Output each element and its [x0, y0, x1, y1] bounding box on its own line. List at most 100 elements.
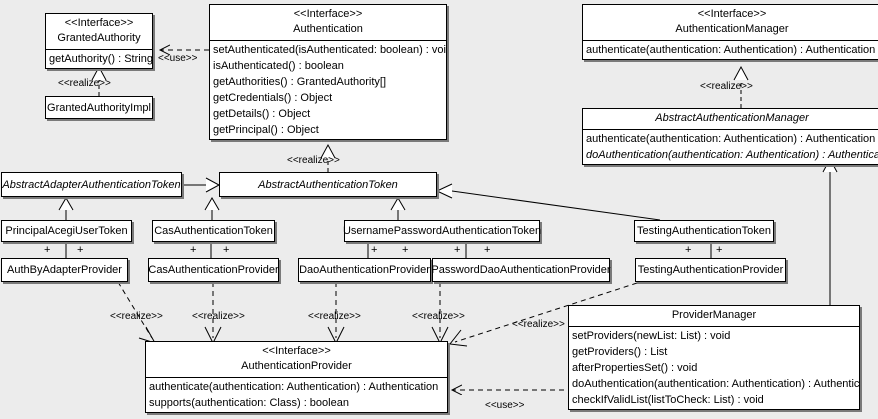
operation: getPrincipal() : Object [213, 124, 319, 136]
class-name: PasswordDaoAuthenticationProvider [431, 264, 611, 276]
compartment-separator [210, 40, 446, 41]
association-marker-plus: + [402, 244, 409, 256]
class-name: UsernamePasswordAuthenticationToken [342, 225, 542, 237]
association-marker-plus: + [371, 244, 378, 256]
class-header: <<Interface>> GrantedAuthority [46, 14, 152, 49]
class-header: <<Interface>> AuthenticationProvider [146, 342, 447, 377]
edge-label-realize-dao-provider: <<realize>> [308, 311, 361, 322]
operation: isAuthenticated() : boolean [213, 60, 344, 72]
stereotype-label: <<Interface>> [262, 345, 331, 357]
operation: authenticate(authentication: Authenticat… [149, 381, 439, 393]
operations-compartment: setAuthenticated(isAuthenticated: boolea… [210, 41, 446, 139]
edge-generalize-abstract-adapter-token [182, 177, 221, 193]
class-name: AuthByAdapterProvider [7, 264, 122, 276]
class-password-dao-authentication-provider[interactable]: PasswordDaoAuthenticationProvider [431, 258, 611, 282]
association-marker-plus: + [484, 244, 491, 256]
class-header: ProviderManager [569, 306, 859, 326]
class-authentication-manager[interactable]: <<Interface>> AuthenticationManager auth… [582, 4, 878, 60]
stereotype-label: <<Interface>> [293, 8, 363, 20]
class-testing-authentication-provider[interactable]: TestingAuthenticationProvider [635, 258, 786, 282]
stereotype-label: <<Interface>> [64, 17, 134, 29]
class-granted-authority-impl[interactable]: GrantedAuthorityImpl [45, 96, 153, 119]
edge-label-realize-auth-by-adapter: <<realize>> [110, 311, 163, 322]
association-marker-plus: + [454, 244, 461, 256]
class-name: CasAuthenticationToken [154, 225, 273, 237]
edge-label-use-granted-authority: <<use>> [158, 53, 198, 64]
operations-compartment: getAuthority() : String [46, 50, 152, 68]
class-name: GrantedAuthorityImpl [47, 101, 151, 114]
operations-compartment: authenticate(authentication: Authenticat… [583, 41, 878, 59]
operation: doAuthentication(authentication: Authent… [572, 378, 859, 390]
class-name: CasAuthenticationProvider [148, 264, 279, 276]
class-header: AbstractAuthenticationManager [583, 109, 878, 129]
class-auth-by-adapter-provider[interactable]: AuthByAdapterProvider [1, 258, 128, 282]
compartment-separator [46, 49, 152, 50]
compartment-separator [583, 129, 878, 130]
operation: setAuthenticated(isAuthenticated: boolea… [213, 44, 446, 56]
class-name: DaoAuthenticationProvider [299, 264, 430, 276]
class-authentication[interactable]: <<Interface>> Authentication setAuthenti… [209, 4, 447, 140]
class-name: TestingAuthenticationProvider [637, 264, 784, 276]
edge-label-realize-granted-authority-impl: <<realize>> [58, 78, 111, 89]
class-name: AuthenticationManager [675, 23, 789, 35]
edge-label-realize-testing-provider: <<realize>> [512, 319, 565, 330]
class-name: TestingAuthenticationToken [637, 225, 771, 237]
class-cas-authentication-token[interactable]: CasAuthenticationToken [152, 220, 275, 242]
edge-label-realize-abstract-authentication-token: <<realize>> [287, 155, 340, 166]
compartment-separator [569, 326, 859, 327]
operation: getDetails() : Object [213, 108, 311, 120]
class-testing-authentication-token[interactable]: TestingAuthenticationToken [634, 220, 774, 242]
class-username-password-authentication-token[interactable]: UsernamePasswordAuthenticationToken [343, 220, 541, 242]
operations-compartment: setProviders(newList: List) : void getPr… [569, 327, 859, 409]
operation: afterPropertiesSet() : void [572, 362, 698, 374]
class-name: PrincipalAcegiUserToken [5, 225, 128, 237]
operation: setProviders(newList: List) : void [572, 330, 731, 342]
edge-generalize-principal-acegi-user-token [58, 197, 74, 220]
stereotype-label: <<Interface>> [697, 8, 767, 20]
operation: authenticate(authentication: Authenticat… [586, 133, 876, 145]
association-marker-plus: + [44, 244, 51, 256]
class-header: <<Interface>> Authentication [210, 5, 446, 40]
operations-compartment: authenticate(authentication: Authenticat… [583, 130, 878, 164]
association-marker-plus: + [77, 244, 84, 256]
edge-label-use-provider-manager: <<use>> [485, 400, 525, 411]
class-principal-acegi-user-token[interactable]: PrincipalAcegiUserToken [1, 220, 132, 242]
class-dao-authentication-provider[interactable]: DaoAuthenticationProvider [298, 258, 431, 282]
class-header: <<Interface>> AuthenticationManager [583, 5, 878, 40]
association-marker-plus: + [716, 244, 723, 256]
class-abstract-authentication-token[interactable]: AbstractAuthenticationToken [219, 172, 437, 197]
operation: getAuthority() : String [49, 53, 152, 65]
class-name: AuthenticationProvider [241, 360, 352, 372]
compartment-separator [583, 40, 878, 41]
edge-generalize-cas-authentication-token [204, 197, 220, 220]
class-name: AbstractAuthenticationManager [655, 112, 809, 124]
operation: getCredentials() : Object [213, 92, 333, 104]
operations-compartment: authenticate(authentication: Authenticat… [146, 378, 447, 412]
association-marker-plus: + [223, 244, 230, 256]
class-abstract-adapter-authentication-token[interactable]: AbstractAdapterAuthenticationToken [1, 172, 182, 197]
class-name: Authentication [293, 23, 363, 35]
operation: checkIfValidList(listToCheck: List) : vo… [572, 394, 764, 406]
class-granted-authority[interactable]: <<Interface>> GrantedAuthority getAuthor… [45, 13, 153, 69]
operation: doAuthentication(authentication: Authent… [586, 149, 878, 161]
operation: authenticate(authentication: Authenticat… [586, 44, 876, 56]
association-marker-plus: + [190, 244, 197, 256]
class-name: GrantedAuthority [57, 32, 141, 44]
class-cas-authentication-provider[interactable]: CasAuthenticationProvider [148, 258, 279, 282]
class-name: AbstractAuthenticationToken [258, 178, 398, 191]
compartment-separator [146, 377, 447, 378]
edge-label-realize-password-dao-provider: <<realize>> [412, 311, 465, 322]
edge-label-realize-abstract-authentication-manager: <<realize>> [700, 81, 753, 92]
edge-label-realize-cas-provider: <<realize>> [192, 311, 245, 322]
class-provider-manager[interactable]: ProviderManager setProviders(newList: Li… [568, 305, 860, 410]
class-name: AbstractAdapterAuthenticationToken [2, 178, 181, 191]
edge-generalize-testing-authentication-token [435, 183, 661, 221]
association-marker-plus: + [685, 244, 692, 256]
class-authentication-provider[interactable]: <<Interface>> AuthenticationProvider aut… [145, 341, 448, 413]
operation: getAuthorities() : GrantedAuthority[] [213, 76, 387, 88]
edge-generalize-provider-manager [822, 157, 838, 305]
class-abstract-authentication-manager[interactable]: AbstractAuthenticationManager authentica… [582, 108, 878, 165]
edge-generalize-username-password-token [390, 197, 406, 220]
class-name: ProviderManager [671, 309, 757, 321]
